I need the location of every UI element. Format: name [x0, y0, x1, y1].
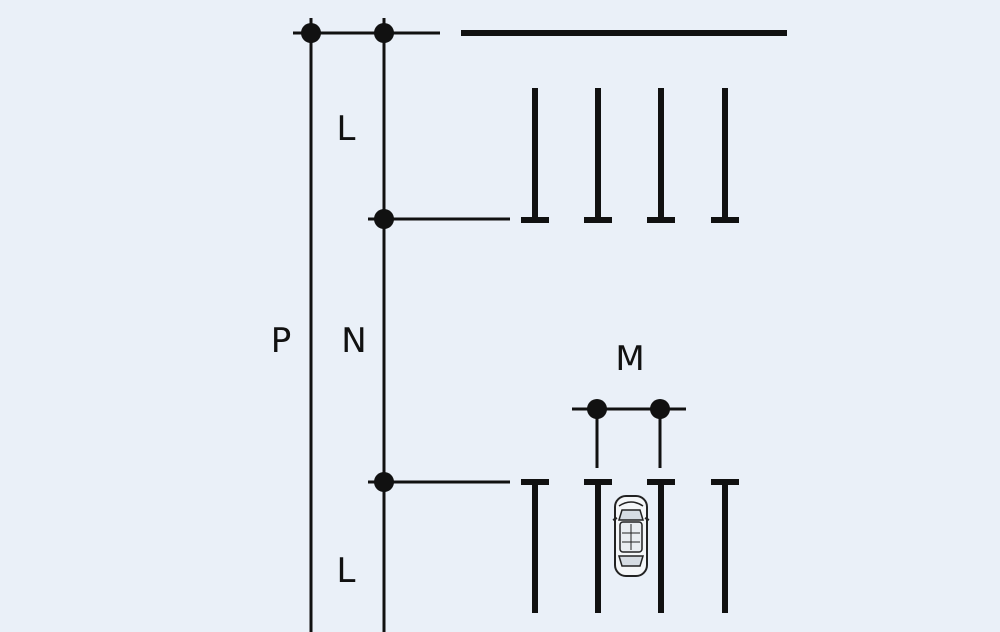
label-m: M	[615, 339, 644, 379]
bottom-stall-row	[521, 479, 739, 613]
dimension-node	[301, 23, 321, 43]
dimension-p: P	[271, 18, 440, 632]
dimension-node	[374, 23, 394, 43]
label-n: N	[341, 321, 366, 361]
dimension-m: M	[572, 339, 686, 468]
dimension-node	[587, 399, 607, 419]
stall-line	[521, 479, 549, 613]
stall-line	[521, 88, 549, 223]
dimension-node	[374, 209, 394, 229]
dimension-node	[374, 472, 394, 492]
stall-line	[584, 479, 612, 613]
label-l-bottom: L	[337, 551, 356, 591]
stall-line	[584, 88, 612, 223]
stall-line	[711, 88, 739, 223]
car-top-view-icon	[612, 495, 650, 577]
stall-line	[711, 479, 739, 613]
stall-line	[647, 479, 675, 613]
dimension-l-n-l: L N L	[337, 18, 510, 632]
stall-line	[647, 88, 675, 223]
label-l-top: L	[337, 109, 356, 149]
dimension-node	[650, 399, 670, 419]
top-stall-row	[521, 88, 739, 223]
label-p: P	[271, 321, 292, 361]
